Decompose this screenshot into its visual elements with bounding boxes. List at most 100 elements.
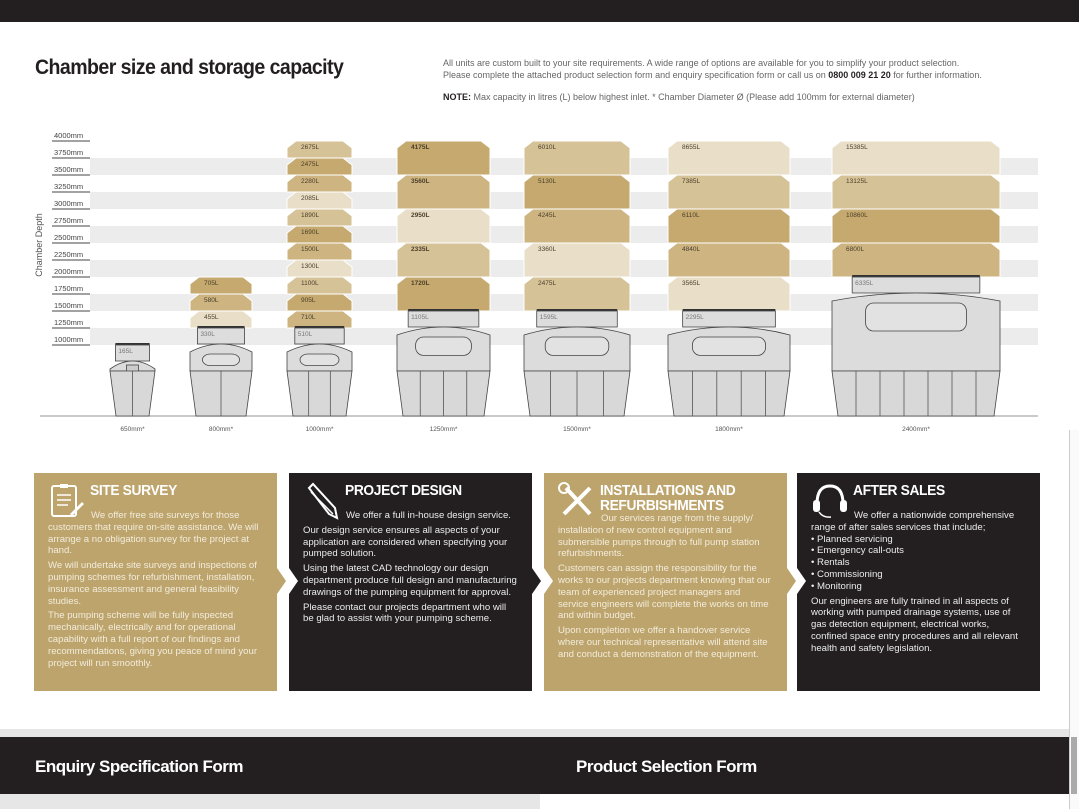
extension-segment — [189, 276, 253, 295]
service-list-item: Planned servicing — [811, 534, 1026, 546]
card-paragraph: We offer a full in-house design service. — [346, 510, 511, 521]
diameter-label: 800mm* — [209, 426, 234, 433]
extension-segment — [286, 140, 353, 159]
diameter-label: 2400mm* — [902, 426, 930, 433]
extension-segment — [189, 310, 253, 329]
service-list-item: Monitoring — [811, 581, 1026, 593]
pencil-icon — [303, 482, 341, 520]
chamber-panel — [299, 353, 340, 367]
capacity-label: 2280L — [301, 178, 319, 185]
extension-segment — [286, 310, 353, 329]
intro-text: All units are custom built to your site … — [443, 58, 1063, 81]
y-tick-label: 1250mm — [54, 318, 83, 327]
extension-segment — [286, 293, 353, 312]
card-paragraph: We offer a nationwide comprehensive rang… — [811, 510, 1015, 533]
capacity-label: 4840L — [682, 246, 700, 253]
y-tick-label: 2750mm — [54, 216, 83, 225]
diameter-label: 1500mm* — [563, 426, 591, 433]
card-paragraph: We will undertake site surveys and inspe… — [48, 560, 257, 607]
y-tick-label: 2500mm — [54, 233, 83, 242]
card-paragraph: Using the latest CAD technology our desi… — [303, 563, 517, 598]
service-list-item: Rentals — [811, 557, 1026, 569]
capacity-label: 6010L — [538, 144, 556, 151]
chamber-panel — [201, 353, 240, 367]
tools-icon — [558, 482, 596, 520]
extension-segment — [286, 157, 353, 176]
card-paragraph: Please contact our projects department w… — [303, 601, 507, 625]
product-form-heading[interactable]: Product Selection Form — [576, 757, 757, 776]
capacity-label: 3560L — [411, 178, 429, 185]
intro-post: for further information. — [890, 69, 982, 80]
capacity-label: 710L — [301, 314, 316, 321]
clipboard-icon — [48, 482, 86, 520]
extension-segment — [286, 225, 353, 244]
diameter-label: 1250mm* — [430, 426, 458, 433]
capacity-label: 2085L — [301, 195, 319, 202]
chamber-panel — [544, 336, 610, 356]
y-tick-label: 3750mm — [54, 148, 83, 157]
capacity-label: 580L — [204, 297, 219, 304]
capacity-label: 6335L — [855, 280, 873, 287]
extension-segment — [286, 276, 353, 295]
divider — [0, 729, 1070, 737]
capacity-label: 8655L — [682, 144, 700, 151]
chamber-panel — [865, 302, 967, 332]
extension-segment — [189, 293, 253, 312]
card-paragraph: Customers can assign the responsibility … — [558, 563, 771, 622]
capacity-chart: 4000mm3750mm3500mm3250mm3000mm2750mm2500… — [40, 131, 1038, 433]
page-title: Chamber size and storage capacity — [35, 56, 344, 79]
y-tick-label: 3500mm — [54, 165, 83, 174]
scrollbar[interactable] — [1069, 430, 1079, 809]
capacity-label: 905L — [301, 297, 316, 304]
capacity-label: 5130L — [538, 178, 556, 185]
capacity-label: 2475L — [301, 161, 319, 168]
extension-segment — [831, 140, 1001, 176]
capacity-label: 1690L — [301, 229, 319, 236]
chamber-lid — [408, 309, 479, 312]
capacity-label: 6800L — [846, 246, 864, 253]
y-tick-label: 4000mm — [54, 131, 83, 140]
scrollbar-thumb[interactable] — [1071, 737, 1077, 794]
intro-line-2: Please complete the attached product sel… — [443, 70, 1063, 82]
top-bar — [0, 0, 1079, 22]
phone-number[interactable]: 0800 009 21 20 — [828, 69, 891, 80]
capacity-label: 455L — [204, 314, 219, 321]
note-label: NOTE: — [443, 92, 471, 102]
capacity-label: 10860L — [846, 212, 868, 219]
capacity-label: 3565L — [682, 280, 700, 287]
forms-bar: Enquiry Specification Form Product Selec… — [0, 737, 1070, 794]
capacity-label: 705L — [204, 280, 219, 287]
y-axis-label: Chamber Depth — [34, 213, 44, 277]
y-tick-label: 2000mm — [54, 267, 83, 276]
diameter-label: 1000mm* — [306, 426, 334, 433]
capacity-label: 2475L — [538, 280, 556, 287]
note-text: NOTE: Max capacity in litres (L) below h… — [443, 92, 915, 102]
capacity-label: 1595L — [540, 314, 558, 321]
service-list-item: Emergency call-outs — [811, 545, 1026, 557]
service-list: Planned servicingEmergency call-outsRent… — [811, 534, 1026, 593]
chamber-base — [286, 370, 353, 417]
y-tick-label: 1750mm — [54, 284, 83, 293]
card-title: SITE SURVEY — [90, 482, 177, 499]
y-tick-label: 2250mm — [54, 250, 83, 259]
enquiry-form-heading[interactable]: Enquiry Specification Form — [35, 757, 244, 776]
y-tick-label: 1500mm — [54, 301, 83, 310]
capacity-label: 1100L — [301, 280, 319, 287]
chamber-1000mm: 710L905L1100L1300L1500L1690L1890L2085L22… — [286, 140, 353, 433]
capacity-label: 330L — [200, 331, 215, 338]
capacity-label: 1720L — [411, 280, 429, 287]
capacity-label: 1890L — [301, 212, 319, 219]
capacity-label: 2675L — [301, 144, 319, 151]
card-title: INSTALLATIONS AND REFURBISHMENTS — [600, 482, 736, 514]
chamber-panel — [415, 336, 472, 356]
capacity-label: 15385L — [846, 144, 868, 151]
form-panel-left — [0, 794, 540, 809]
chamber-lid — [852, 275, 980, 278]
diameter-label: 650mm* — [120, 426, 145, 433]
